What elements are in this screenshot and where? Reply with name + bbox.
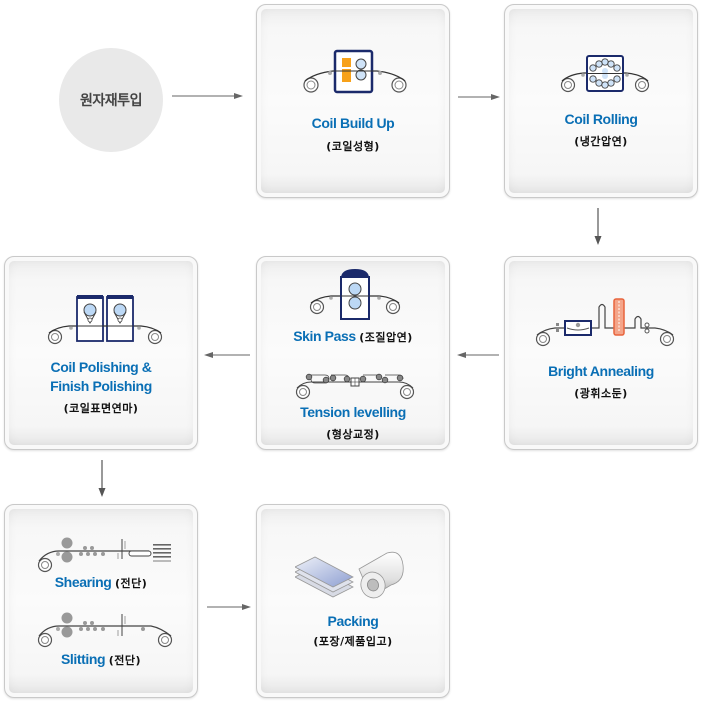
arrow-start-to-build-up	[172, 93, 243, 99]
step-title: Packing	[327, 613, 379, 629]
skin-pass-subtitle: (조질압연)	[359, 331, 413, 344]
slitting-title: Slitting	[60, 651, 106, 667]
packing-sheets-and-coil-icon	[295, 551, 404, 599]
tension-levelling-title: Tension levelling	[300, 404, 406, 420]
step-title: Bright Annealing	[548, 363, 654, 379]
step-title: Coil Build Up	[311, 115, 395, 131]
shearing-title: Shearing	[54, 574, 112, 590]
tension-leveller-icon	[295, 373, 415, 400]
step-card-coil-polishing[interactable]: Coil Polishing & Finish Polishing (코일표면연…	[4, 256, 198, 450]
step-subtitle: (코일성형)	[326, 140, 380, 153]
raw-material-input-node: 원자재투입	[59, 48, 163, 152]
step-card-shearing-slitting[interactable]: Shearing (전단) Slitting (전단)	[4, 504, 198, 698]
step-card-packing[interactable]: Packing (포장/제품입고)	[256, 504, 450, 698]
arrow-build-up-to-rolling	[458, 94, 500, 100]
skin-pass-title: Skin Pass	[293, 328, 356, 344]
slitting-line-icon	[37, 612, 173, 648]
step-card-coil-build-up[interactable]: Coil Build Up (코일성형)	[256, 4, 450, 198]
skin-pass-mill-icon	[309, 269, 401, 320]
shearing-subtitle: (전단)	[114, 577, 148, 590]
slitting-title-row: Slitting (전단)	[5, 651, 197, 668]
tension-levelling-subtitle: (형상교정)	[326, 428, 380, 441]
step-title-line1: Coil Polishing &	[50, 359, 152, 375]
step-subtitle: (코일표면연마)	[63, 402, 139, 415]
coil-build-up-machine-icon	[303, 49, 407, 94]
skin-pass-title-row: Skin Pass (조질압연)	[257, 328, 449, 345]
step-subtitle: (냉간압연)	[574, 135, 628, 148]
arrow-annealing-to-skin-pass	[457, 352, 499, 358]
step-subtitle: (포장/제품입고)	[313, 635, 393, 648]
step-title-line2: Finish Polishing	[50, 378, 152, 394]
step-card-skin-pass-tension-levelling[interactable]: Skin Pass (조질압연) Tension levelling (형상교정…	[256, 256, 450, 450]
raw-material-input-label: 원자재투입	[80, 93, 142, 109]
step-subtitle: (광휘소둔)	[574, 387, 628, 400]
step-title: Coil Rolling	[564, 111, 638, 127]
arrow-shearing-to-packing	[207, 604, 251, 610]
shearing-title-row: Shearing (전단)	[5, 574, 197, 591]
coil-rolling-machine-icon	[560, 55, 650, 93]
step-card-coil-rolling[interactable]: Coil Rolling (냉간압연)	[504, 4, 698, 198]
step-card-bright-annealing[interactable]: Bright Annealing (광휘소둔)	[504, 256, 698, 450]
slitting-subtitle: (전단)	[108, 654, 142, 667]
arrow-skin-pass-to-polishing	[204, 352, 250, 358]
shearing-line-icon	[37, 537, 171, 573]
arrow-polishing-to-shearing	[98, 460, 106, 497]
arrow-rolling-to-annealing	[594, 208, 602, 245]
bright-annealing-furnace-icon	[535, 298, 675, 347]
coil-polishing-machine-icon	[47, 295, 163, 345]
